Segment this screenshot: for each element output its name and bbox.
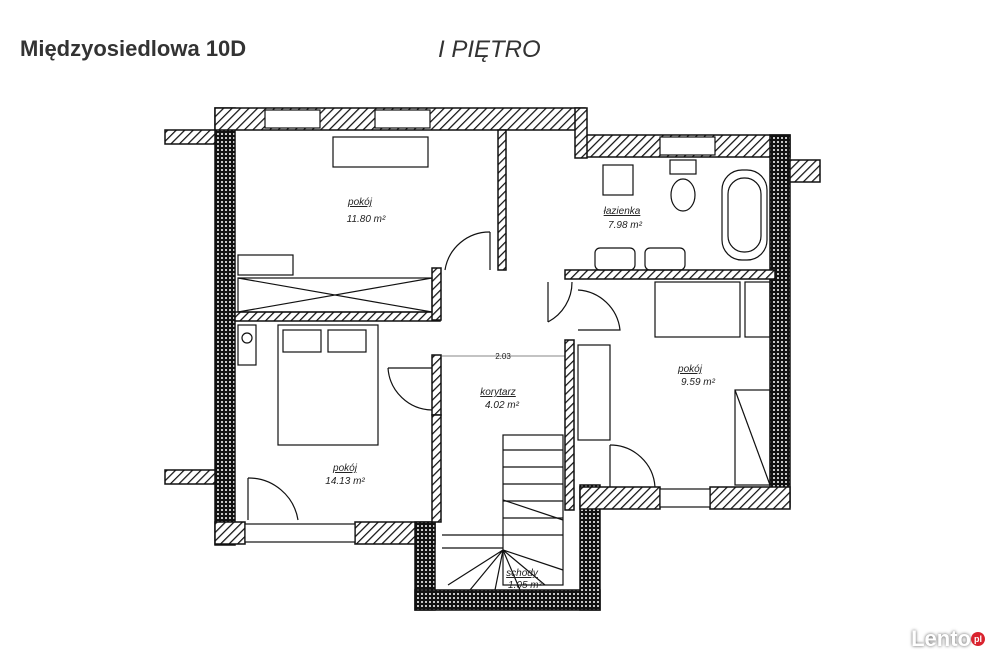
- room-name: korytarz: [480, 387, 516, 398]
- room-area: 7.98 m²: [608, 220, 643, 231]
- room-area: 1.05 m²: [508, 580, 543, 591]
- floor-label: I PIĘTRO: [438, 36, 541, 63]
- fixtures: [237, 109, 771, 591]
- room-name: łazienka: [604, 206, 641, 217]
- room-name: pokój: [347, 197, 373, 208]
- room-area: 11.80 m²: [347, 214, 386, 225]
- address-title: Międzyosiedlowa 10D: [20, 36, 247, 61]
- room-name: schody: [506, 568, 539, 579]
- room-area: 4.02 m²: [485, 400, 520, 411]
- watermark-badge: pl: [971, 632, 985, 646]
- room-name: pokój: [677, 364, 703, 375]
- room-area: 14.13 m²: [325, 476, 365, 487]
- room-labels: pokój 11.80 m² łazienka 7.98 m² korytarz…: [325, 197, 715, 591]
- watermark-text: Lento: [911, 626, 971, 651]
- room-name: pokój: [332, 463, 358, 474]
- room-area: 9.59 m²: [681, 377, 716, 388]
- dimension-label: 2.03: [495, 352, 511, 361]
